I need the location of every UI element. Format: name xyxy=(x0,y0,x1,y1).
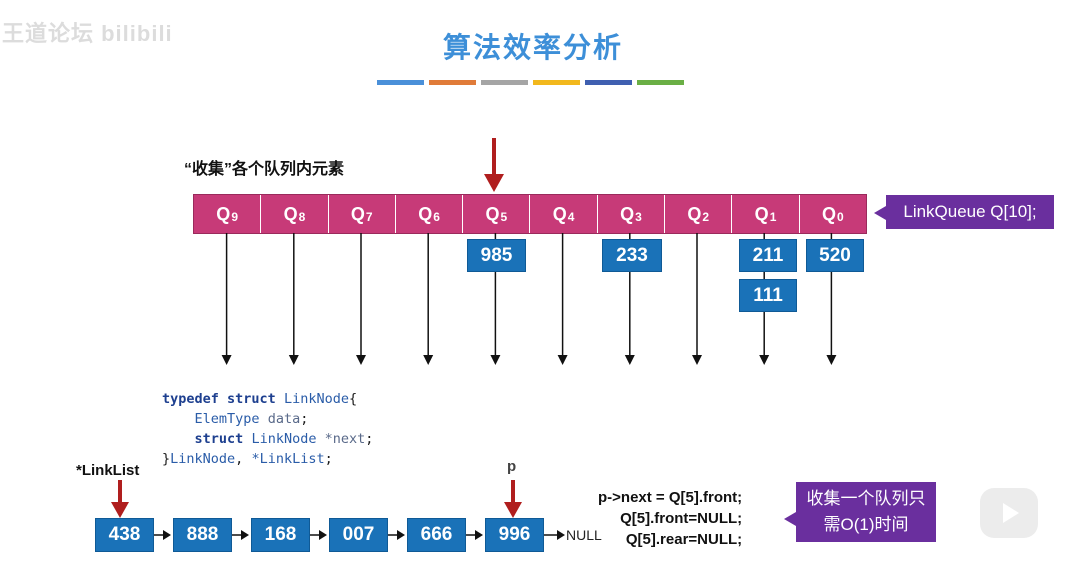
element-211: 211 xyxy=(739,239,797,272)
list-link-head-0 xyxy=(163,530,171,540)
title-color-bars xyxy=(377,80,684,85)
linklist-label: *LinkList xyxy=(76,462,140,479)
queue-arrow-head-3 xyxy=(423,355,434,365)
title-bar-1 xyxy=(429,80,476,85)
queue-arrow-head-0 xyxy=(221,355,232,365)
callout-pointer xyxy=(874,206,886,220)
queue-arrow-head-9 xyxy=(826,355,837,365)
list-link-head-5 xyxy=(557,530,565,540)
struct-code: typedef struct LinkNode{ ElemType data; … xyxy=(162,391,374,467)
collect-statements: p->next = Q[5].front; Q[5].front=NULL; Q… xyxy=(598,487,742,550)
statement-1: p->next = Q[5].front; xyxy=(598,489,743,506)
note-pointer xyxy=(784,512,796,526)
list-node-666: 666 xyxy=(407,518,466,552)
pointer-arrow-q5 xyxy=(484,138,504,192)
element-233: 233 xyxy=(602,239,662,272)
list-node-007: 007 xyxy=(329,518,388,552)
list-node-168: 168 xyxy=(251,518,310,552)
linkqueue-label: LinkQueue Q[10]; xyxy=(886,195,1054,229)
note-line-2: 需O(1)时间 xyxy=(823,515,909,534)
list-link-head-4 xyxy=(475,530,483,540)
statement-3: Q[5].rear=NULL; xyxy=(625,531,743,548)
play-icon xyxy=(1003,503,1019,523)
list-node-438: 438 xyxy=(95,518,154,552)
note-line-1: 收集一个队列只 xyxy=(806,489,926,508)
complexity-note: 收集一个队列只 需O(1)时间 xyxy=(796,482,936,542)
title-bar-4 xyxy=(585,80,632,85)
list-link-head-1 xyxy=(241,530,249,540)
element-111: 111 xyxy=(739,279,797,312)
watermark: 王道论坛 bilibili xyxy=(2,21,173,46)
title-bar-2 xyxy=(481,80,528,85)
queue-arrow-head-4 xyxy=(490,355,501,365)
queue-arrow-head-6 xyxy=(624,355,635,365)
queue-arrow-head-5 xyxy=(557,355,568,365)
linklist-pointer-arrow xyxy=(111,480,129,518)
title-bar-5 xyxy=(637,80,684,85)
statement-2: Q[5].front=NULL; xyxy=(620,510,743,527)
list-link-head-3 xyxy=(397,530,405,540)
list-link-head-2 xyxy=(319,530,327,540)
caption: “收集”各个队列内元素 xyxy=(184,161,345,178)
queue-arrow-head-1 xyxy=(288,355,299,365)
p-label: p xyxy=(507,458,517,475)
list-node-888: 888 xyxy=(173,518,232,552)
list-node-996: 996 xyxy=(485,518,544,552)
queue-arrow-head-2 xyxy=(356,355,366,365)
null-label: NULL xyxy=(566,527,602,543)
element-985: 985 xyxy=(467,239,526,272)
title-bar-3 xyxy=(533,80,580,85)
title-bar-0 xyxy=(377,80,424,85)
element-520: 520 xyxy=(806,239,864,272)
slide-title: 算法效率分析 xyxy=(442,32,623,63)
play-button[interactable] xyxy=(980,488,1038,538)
queue-arrow-head-8 xyxy=(759,355,770,365)
queue-arrow-head-7 xyxy=(692,355,702,365)
p-pointer-arrow xyxy=(504,480,522,518)
